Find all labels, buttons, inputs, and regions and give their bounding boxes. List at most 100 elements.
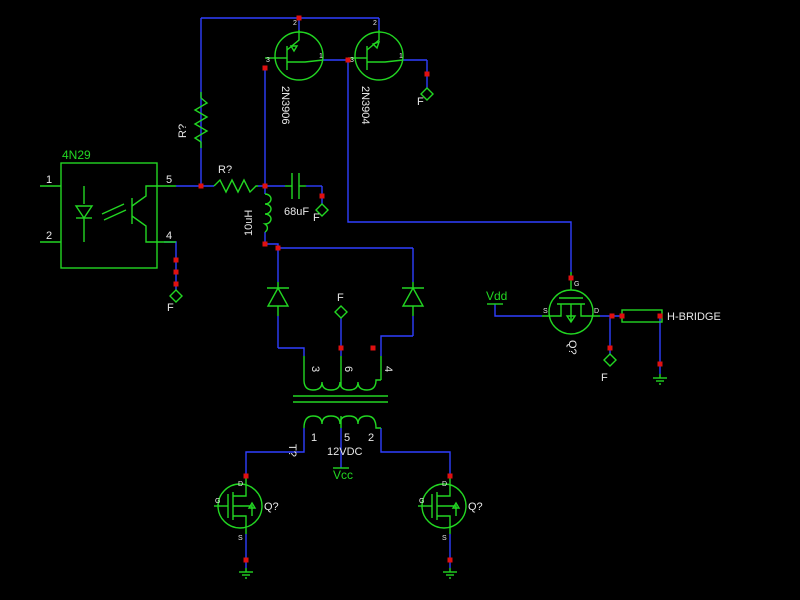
offpage-diamond-icon xyxy=(315,203,329,217)
mosfet-left[interactable]: G D S Q? xyxy=(214,476,279,542)
diode-right[interactable] xyxy=(401,282,425,316)
offpage-f-transformer[interactable]: F xyxy=(334,292,348,319)
offpage-label: F xyxy=(337,292,344,304)
npn-emitter-leg xyxy=(366,30,380,51)
offpage-f-opto[interactable]: F xyxy=(167,289,183,314)
inductor-value: 10uH xyxy=(243,210,255,236)
pnp-part-number: 2N3906 xyxy=(279,86,291,125)
hbridge-connector[interactable]: H-BRIDGE xyxy=(621,309,721,323)
mosfet-main-drain-leg xyxy=(580,304,600,317)
tx-primary-coil xyxy=(303,415,381,429)
pnp-pin-b: 3 xyxy=(266,57,270,64)
offpage-diamond-icon xyxy=(420,87,434,101)
transformer[interactable]: 3 6 4 1 5 2 T? xyxy=(286,356,394,457)
mosfet-left-ref: Q? xyxy=(264,501,279,513)
opto-transistor-emitter xyxy=(131,215,157,243)
junction-dot xyxy=(296,15,302,21)
offpage-f-npn[interactable]: F xyxy=(417,87,434,108)
pnp-arrow-icon xyxy=(289,45,299,53)
vdd-supply: Vdd xyxy=(486,289,507,305)
tx-pri-pin-5: 5 xyxy=(344,432,350,444)
transistor-2n3906[interactable]: 2 3 1 2N3906 xyxy=(265,20,324,125)
pnp-pin-c: 1 xyxy=(319,53,323,60)
mosfet-left-source-leg xyxy=(233,515,247,534)
resistor-mid-zigzag xyxy=(213,178,258,194)
wire-pri-pin1 xyxy=(245,428,305,476)
wire-pri-pin2 xyxy=(380,428,451,476)
npn-collector-leg xyxy=(367,59,404,63)
offpage-label: F xyxy=(167,302,174,314)
mosfet-main-pin-g: G xyxy=(574,281,579,288)
capacitor-value: 68uF xyxy=(284,206,309,218)
diode-left[interactable] xyxy=(266,282,290,316)
tx-pri-pin-2: 2 xyxy=(368,432,374,444)
junction-dot xyxy=(198,183,204,189)
junction-dot xyxy=(173,257,179,263)
opto-pin5-label: 5 xyxy=(166,174,172,186)
ground-left-icon xyxy=(239,568,253,579)
mosfet-right-source-leg xyxy=(437,515,451,534)
vdd-label: Vdd xyxy=(486,289,507,303)
npn-pin-c: 1 xyxy=(399,53,403,60)
tx-sec-pin-4: 4 xyxy=(382,366,394,372)
optocoupler-4n29[interactable]: 4N29 1 2 5 4 xyxy=(40,148,176,269)
hbridge-box xyxy=(621,309,663,323)
tx-pri-pin-1: 1 xyxy=(311,432,317,444)
mosfet-left-drain-leg xyxy=(233,476,247,497)
opto-transistor-collector xyxy=(131,185,157,207)
pnp-pin-e: 2 xyxy=(293,20,297,27)
resistor-top-zigzag xyxy=(193,97,209,143)
opto-body xyxy=(60,162,158,269)
inductor-10uh[interactable]: 10uH xyxy=(243,193,272,236)
mosfet-main[interactable]: G S D Q? xyxy=(542,272,600,355)
opto-light-arrow-1 xyxy=(101,203,125,215)
hbridge-label: H-BRIDGE xyxy=(667,311,721,323)
resistor-top[interactable]: R? xyxy=(177,92,209,148)
tx-ref: T? xyxy=(286,444,298,457)
junction-dot xyxy=(345,57,351,63)
junction-dot xyxy=(447,557,453,563)
junction-dot xyxy=(173,269,179,275)
junction-dot xyxy=(370,345,376,351)
inductor-coil xyxy=(262,193,272,233)
offpage-label: F xyxy=(601,372,608,384)
mosfet-right-drain-leg xyxy=(437,476,451,497)
capacitor-68uf[interactable]: 68uF xyxy=(284,173,309,218)
npn-pin-e: 2 xyxy=(373,20,377,27)
junction-dot xyxy=(657,313,663,319)
diode-left-icon xyxy=(266,286,290,307)
opto-pin1-label: 1 xyxy=(46,174,52,186)
mosfet-main-source-leg xyxy=(542,304,562,317)
junction-dot xyxy=(447,473,453,479)
mosfet-left-body-leg xyxy=(233,505,253,516)
mosfet-main-ref: Q? xyxy=(566,340,578,355)
resistor-mid[interactable]: R? xyxy=(213,164,258,194)
mosfet-right-pin-d: D xyxy=(442,481,447,488)
tx-secondary-coil xyxy=(303,379,381,391)
tx-sec-pin-3: 3 xyxy=(309,366,321,372)
mosfet-left-pin-d: D xyxy=(238,481,243,488)
junction-dot xyxy=(243,473,249,479)
junction-dot xyxy=(275,245,281,251)
vcc-supply: Vcc xyxy=(333,467,353,482)
offpage-f-drain[interactable]: F xyxy=(601,353,617,384)
pnp-collector-leg xyxy=(287,59,324,63)
wire-sec-pin3 xyxy=(278,347,305,356)
resistor-mid-ref: R? xyxy=(218,164,232,176)
mosfet-left-pin-s: S xyxy=(238,535,243,542)
junction-dot xyxy=(607,345,613,351)
offpage-diamond-icon xyxy=(169,289,183,303)
opto-led-icon xyxy=(74,205,94,220)
opto-light-arrow-2 xyxy=(103,209,127,221)
transistor-2n3904[interactable]: 2 3 1 2N3904 xyxy=(348,20,404,125)
tx-sec-pin-6: 6 xyxy=(342,366,354,372)
mosfet-right-body-leg xyxy=(437,505,457,516)
ground-right-icon xyxy=(443,568,457,579)
mosfet-right-arrow-icon xyxy=(451,501,461,509)
npn-part-number: 2N3904 xyxy=(359,86,371,125)
offpage-f-cap[interactable]: F xyxy=(313,203,329,224)
mosfet-right[interactable]: G D S Q? xyxy=(418,476,483,542)
junction-dot xyxy=(657,361,663,367)
junction-dot xyxy=(338,345,344,351)
